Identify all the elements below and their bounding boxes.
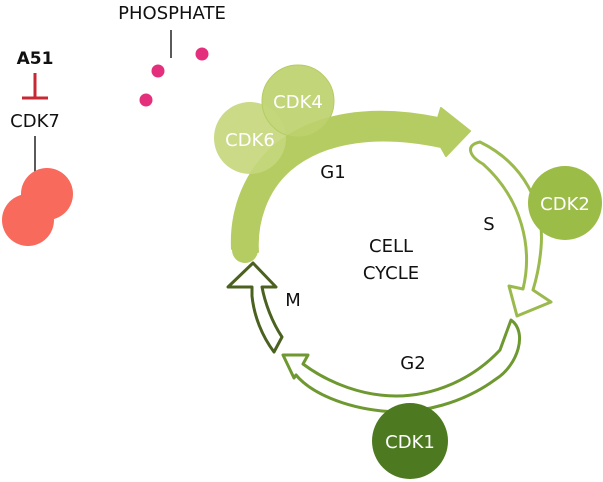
cdk2-circle: [528, 166, 602, 240]
a51-label: A51: [17, 49, 54, 69]
g2-phase-arrow: [281, 318, 521, 414]
phosphate-label: PHOSPHATE: [118, 3, 226, 24]
phosphate-dot: [151, 64, 165, 78]
phosphate-dot: [139, 93, 153, 107]
cdk1-label: CDK1: [385, 432, 435, 453]
cdk1-circle: [372, 403, 448, 479]
cdk7-protein-shape: [2, 168, 73, 246]
inhibition-symbol: [22, 73, 48, 100]
m-label: M: [285, 290, 301, 311]
cdk4-cdk6-complex: [214, 64, 335, 174]
m-phase-arrow: [226, 261, 284, 354]
cdk4-label: CDK4: [273, 92, 323, 113]
cdk7-label: CDK7: [10, 111, 60, 132]
g2-label: G2: [400, 353, 425, 374]
cdk2-label: CDK2: [540, 194, 590, 215]
phosphate-dot: [195, 47, 209, 61]
g1-label: G1: [320, 162, 345, 183]
cell-cycle-label-line1: CELL: [369, 236, 413, 257]
cell-cycle-label-line2: CYCLE: [363, 263, 419, 284]
cdk6-circle: [214, 102, 286, 174]
s-label: S: [483, 214, 494, 235]
g1-arrow-tail: [232, 237, 258, 263]
cdk6-label: CDK6: [225, 130, 275, 151]
